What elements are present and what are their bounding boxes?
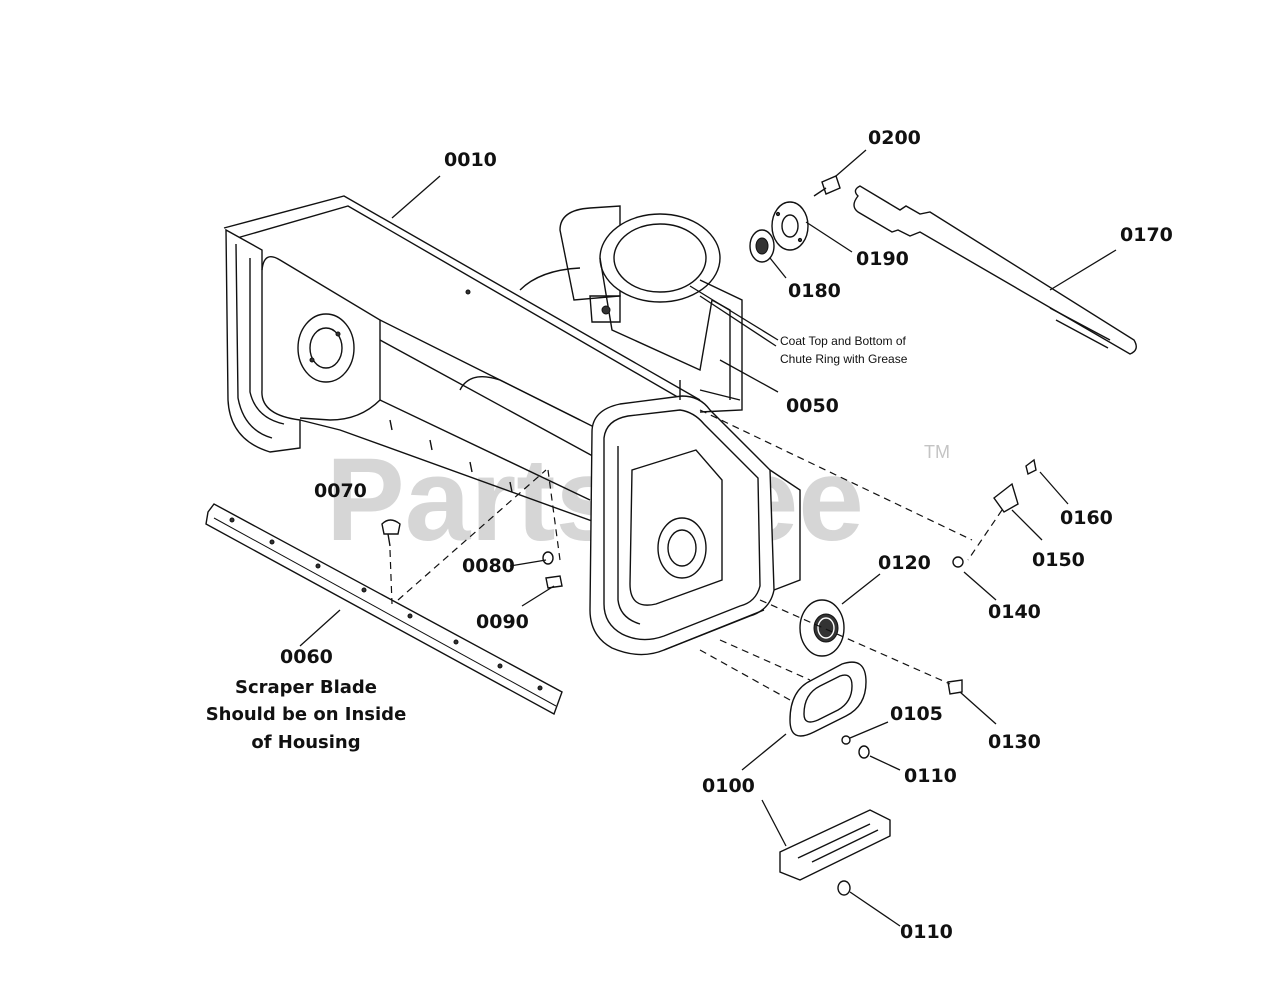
- scraper-blade-part: [205, 503, 563, 716]
- bolt-part-0130: [947, 679, 963, 695]
- label-0160: 0160: [1060, 507, 1113, 529]
- grease-note-line1: Coat Top and Bottom of: [780, 334, 907, 348]
- scraper-note-line2: Should be on Inside: [206, 704, 407, 725]
- scraper-note-line1: Scraper Blade: [235, 677, 377, 698]
- bolt-part: [813, 175, 841, 197]
- grease-note-line2: Chute Ring with Grease: [780, 352, 908, 366]
- label-0180: 0180: [788, 280, 841, 302]
- label-0110-upper: 0110: [904, 765, 957, 787]
- cover-part: [789, 661, 867, 737]
- watermark-trademark: TM: [924, 442, 950, 462]
- washer-part: [841, 735, 851, 745]
- nut-part-0140: [952, 556, 964, 568]
- carriage-bolt-part: [381, 519, 401, 547]
- label-0080: 0080: [462, 555, 515, 577]
- label-0105: 0105: [890, 703, 943, 725]
- label-0140: 0140: [988, 601, 1041, 623]
- bolt-part-0090: [545, 575, 563, 589]
- nut-part-b: [837, 880, 851, 896]
- label-0050: 0050: [786, 395, 839, 417]
- shaft-part: [853, 185, 1137, 355]
- label-0060: 0060: [280, 646, 333, 668]
- label-0190: 0190: [856, 248, 909, 270]
- bearing-flange-part: [799, 599, 845, 657]
- label-0120: 0120: [878, 552, 931, 574]
- label-0070: 0070: [314, 480, 367, 502]
- label-0150: 0150: [1032, 549, 1085, 571]
- auger-housing: [223, 195, 801, 656]
- label-0100: 0100: [702, 775, 755, 797]
- label-0170: 0170: [1120, 224, 1173, 246]
- bracket-part: [779, 809, 891, 881]
- label-0090: 0090: [476, 611, 529, 633]
- label-0130: 0130: [988, 731, 1041, 753]
- label-0200: 0200: [868, 127, 921, 149]
- label-0010: 0010: [444, 149, 497, 171]
- screw-part: [1025, 458, 1037, 476]
- nut-part-a: [858, 745, 870, 759]
- nut-part: [542, 551, 554, 565]
- flange-part: [771, 201, 809, 251]
- scraper-note-line3: of Housing: [251, 732, 360, 753]
- clip-part: [993, 482, 1019, 513]
- label-0110-lower: 0110: [900, 921, 953, 943]
- bearing-part: [749, 229, 775, 263]
